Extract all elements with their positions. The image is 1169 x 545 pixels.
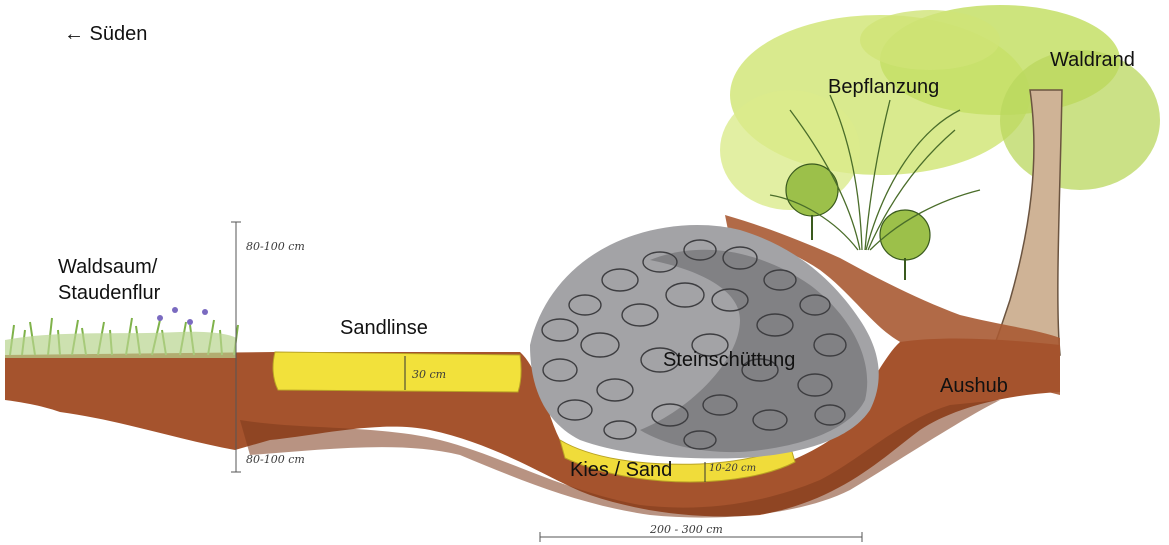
grass-base: [5, 332, 236, 358]
tree-foliage: [720, 5, 1160, 210]
height-bottom-note: 80-100 cm: [246, 453, 305, 466]
sandlinse-label: Sandlinse: [340, 316, 428, 340]
gravel-thickness-note: 10-20 cm: [709, 463, 756, 474]
kies-sand-label: Kies / Sand: [570, 458, 672, 482]
waldsaum-label-line2: Staudenflur: [58, 281, 160, 305]
waldrand-label: Waldrand: [1050, 48, 1135, 72]
bepflanzung-label: Bepflanzung: [828, 75, 939, 99]
waldsaum-label-line1: Waldsaum/: [58, 255, 157, 279]
aushub-label: Aushub: [940, 374, 1008, 398]
sand-lens: [273, 352, 521, 392]
width-note: 200 - 300 cm: [650, 523, 723, 536]
flowers: [157, 307, 208, 325]
steinschuettung-label: Steinschüttung: [663, 348, 795, 372]
shrub-small: [786, 164, 930, 280]
direction-label: ← Süden: [64, 22, 147, 46]
sand-thickness-note: 30 cm: [412, 368, 446, 381]
height-top-note: 80-100 cm: [246, 240, 305, 253]
